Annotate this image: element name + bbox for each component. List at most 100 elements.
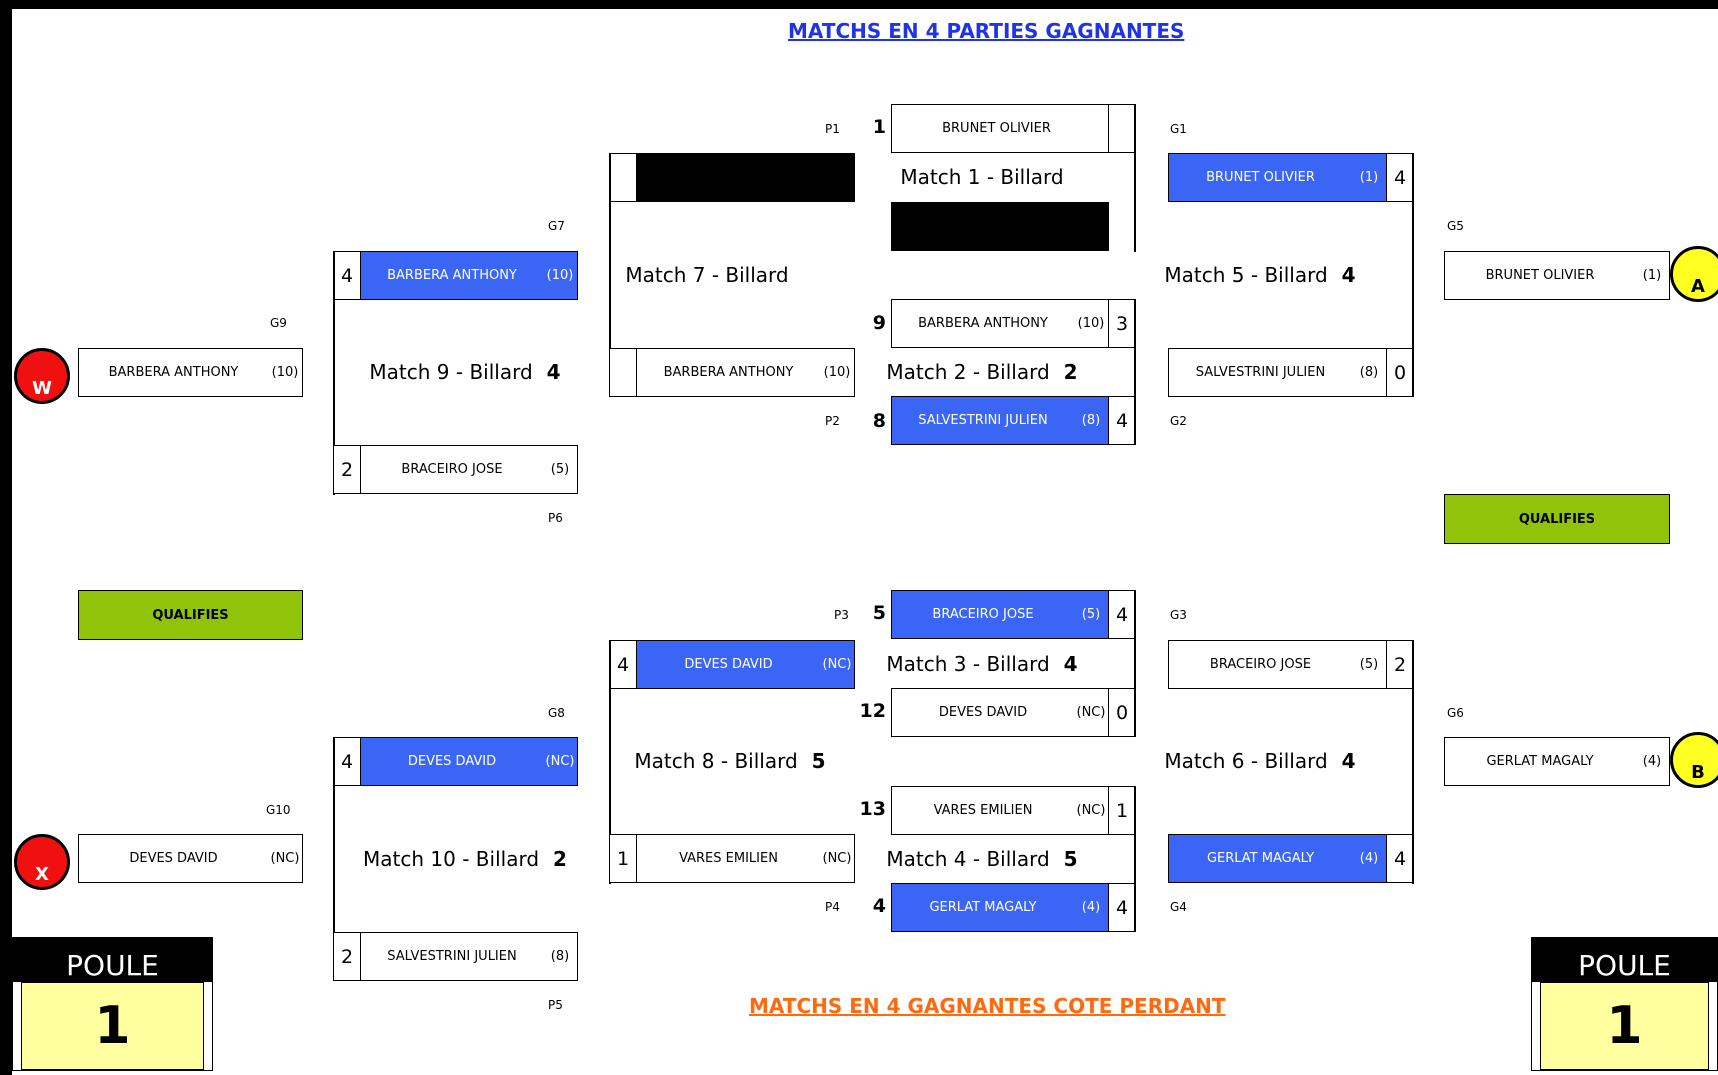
player-cell-m6-bottom-winner[interactable]: GERLAT MAGALY (4)	[1168, 834, 1387, 883]
position-label: G4	[1170, 900, 1187, 914]
seed-label: 4	[872, 895, 886, 917]
final-slot-b[interactable]: GERLAT MAGALY (4)	[1444, 737, 1670, 786]
player-cell-m2-top[interactable]: BARBERA ANTHONY (10)	[891, 299, 1109, 348]
score-box[interactable]: 4	[333, 737, 361, 786]
seed-label: 8	[872, 410, 886, 432]
player-rank: (NC)	[1076, 803, 1106, 818]
match-label-m9: Match 9 - Billard 4	[369, 360, 560, 384]
player-rank: (NC)	[822, 851, 852, 866]
score-box[interactable]: 4	[1386, 153, 1414, 202]
poule-box-right: POULE 1	[1531, 937, 1718, 1071]
match-label-m2: Match 2 - Billard 2	[886, 360, 1077, 384]
score-box[interactable]: 4	[1386, 834, 1414, 883]
seed-label: 5	[872, 602, 886, 624]
match-name: Match 2 - Billard	[886, 360, 1050, 384]
match-name: Match 8 - Billard	[634, 749, 798, 773]
table-number: 2	[1063, 360, 1078, 384]
score-box[interactable]: 4	[333, 251, 361, 300]
bracket-line	[1134, 299, 1136, 445]
player-cell-m1-top[interactable]: BRUNET OLIVIER (1)	[891, 104, 1136, 153]
bracket-line	[1412, 640, 1414, 884]
circle-b: B	[1670, 732, 1718, 788]
player-cell-m4-bottom-winner[interactable]: GERLAT MAGALY (4)	[891, 883, 1109, 932]
position-label: G7	[548, 219, 565, 233]
score-box[interactable]	[609, 153, 637, 202]
bracket-line	[609, 640, 611, 884]
player-name: DEVES DAVID	[684, 657, 773, 672]
player-name: BARBERA ANTHONY	[663, 365, 794, 380]
qualifies-banner-left: QUALIFIES	[78, 590, 303, 640]
player-cell-m8-top-winner[interactable]: DEVES DAVID (NC)	[636, 640, 855, 689]
player-cell-m9-bottom[interactable]: BRACEIRO JOSE (5)	[360, 445, 578, 494]
position-label: P5	[548, 998, 563, 1012]
score-box[interactable]: 4	[1108, 590, 1136, 639]
score-box[interactable]: 4	[609, 640, 637, 689]
final-slot-a[interactable]: BRUNET OLIVIER (1)	[1444, 251, 1670, 300]
player-cell-m10-bottom[interactable]: SALVESTRINI JULIEN (8)	[360, 932, 578, 981]
match-name: Match 9 - Billard	[369, 360, 533, 384]
score-box[interactable]: 4	[1108, 883, 1136, 932]
circle-x: X	[14, 834, 70, 890]
bracket-line	[333, 251, 335, 495]
match-name: Match 10 - Billard	[363, 847, 540, 871]
table-number: 4	[546, 360, 561, 384]
player-rank: (1)	[1642, 268, 1662, 283]
table-number: 5	[1063, 847, 1078, 871]
title-winners-bracket: MATCHS EN 4 PARTIES GAGNANTES	[788, 19, 1185, 43]
player-rank: (NC)	[270, 851, 300, 866]
match-name: Match 1 - Billard	[900, 165, 1064, 189]
player-name: BRUNET OLIVIER	[1206, 170, 1315, 185]
bracket-line	[1134, 590, 1136, 736]
score-box[interactable]: 4	[1108, 396, 1136, 445]
position-label: P3	[834, 608, 849, 622]
seed-label: 13	[859, 798, 886, 820]
player-cell-m7-bottom[interactable]: BARBERA ANTHONY (10)	[636, 348, 855, 397]
player-cell-m5-top-winner[interactable]: BRUNET OLIVIER (1)	[1168, 153, 1387, 202]
player-name: BARBERA ANTHONY	[387, 268, 517, 283]
position-label: P1	[825, 122, 840, 136]
poule-header: POULE	[13, 938, 212, 982]
match-name: Match 6 - Billard	[1164, 749, 1328, 773]
position-label: P4	[825, 900, 840, 914]
position-label: G5	[1447, 219, 1464, 233]
score-box[interactable]: 3	[1108, 299, 1136, 348]
player-rank: (4)	[1081, 900, 1101, 915]
poule-box-left: POULE 1	[12, 937, 213, 1071]
player-name: DEVES DAVID	[129, 851, 218, 866]
player-cell-m4-top[interactable]: VARES EMILIEN (NC)	[891, 786, 1109, 835]
final-slot-w[interactable]: BARBERA ANTHONY (10)	[78, 348, 303, 397]
position-label: G3	[1170, 608, 1187, 622]
player-name: BARBERA ANTHONY	[108, 365, 239, 380]
score-box[interactable]: 2	[1386, 640, 1414, 689]
player-rank: (10)	[823, 365, 851, 380]
player-cell-m2-bottom-winner[interactable]: SALVESTRINI JULIEN (8)	[891, 396, 1109, 445]
hidden-player-slot	[636, 153, 855, 202]
player-name: BRACEIRO JOSE	[401, 462, 503, 477]
score-box[interactable]: 0	[1386, 348, 1414, 397]
player-cell-m3-bottom[interactable]: DEVES DAVID (NC)	[891, 688, 1109, 737]
score-box[interactable]: 2	[333, 445, 361, 494]
table-number: 4	[1063, 652, 1078, 676]
score-box[interactable]	[609, 348, 637, 397]
match-name: Match 5 - Billard	[1164, 263, 1328, 287]
player-cell-m5-bottom[interactable]: SALVESTRINI JULIEN (8)	[1168, 348, 1387, 397]
player-rank: (1)	[1359, 170, 1379, 185]
score-box[interactable]	[1108, 104, 1136, 153]
score-box[interactable]: 1	[609, 834, 637, 883]
player-name: SALVESTRINI JULIEN	[918, 413, 1048, 428]
player-cell-m8-bottom[interactable]: VARES EMILIEN (NC)	[636, 834, 855, 883]
player-cell-m9-top-winner[interactable]: BARBERA ANTHONY (10)	[360, 251, 578, 300]
player-cell-m6-top[interactable]: BRACEIRO JOSE (5)	[1168, 640, 1387, 689]
score-box[interactable]: 1	[1108, 786, 1136, 835]
score-box[interactable]: 2	[333, 932, 361, 981]
bracket-line	[1134, 786, 1136, 932]
score-box[interactable]: 0	[1108, 688, 1136, 737]
player-cell-m3-top-winner[interactable]: BRACEIRO JOSE (5)	[891, 590, 1109, 639]
player-rank: (NC)	[545, 754, 575, 769]
final-slot-x[interactable]: DEVES DAVID (NC)	[78, 834, 303, 883]
player-cell-m10-top-winner[interactable]: DEVES DAVID (NC)	[360, 737, 578, 786]
player-name: SALVESTRINI JULIEN	[387, 949, 517, 964]
player-rank: (NC)	[822, 657, 852, 672]
poule-header: POULE	[1532, 938, 1717, 982]
